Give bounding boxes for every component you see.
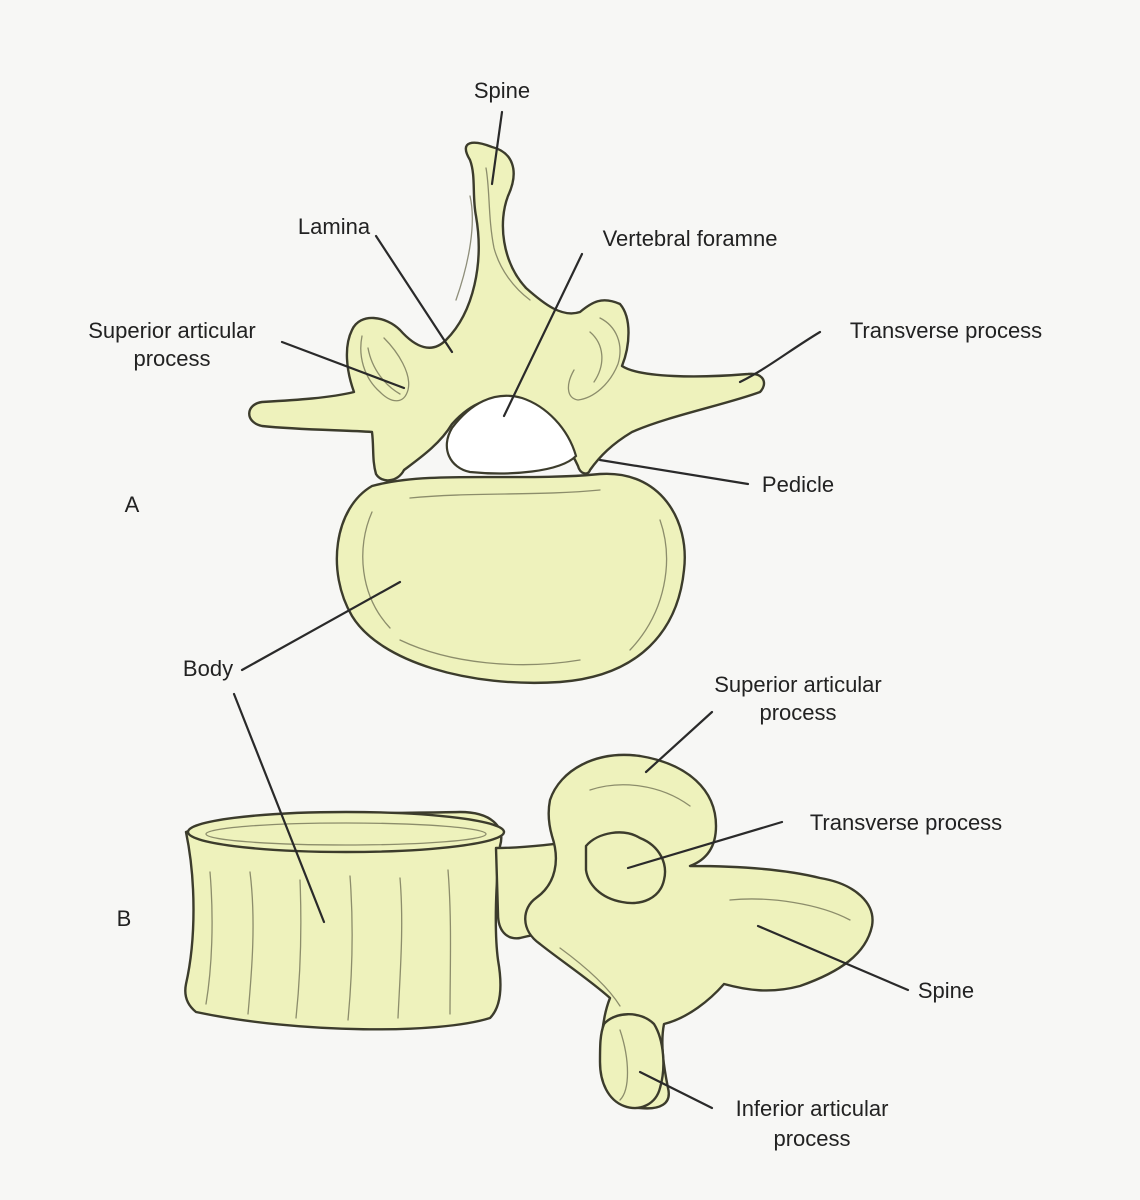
labels: Spine Lamina Vertebral foramne Superior … [88,78,1042,1151]
view-b-illustration [184,753,874,1110]
leader-b-spine [756,924,910,992]
leader-body-a [240,580,402,672]
b-inferior-articular [598,1013,665,1110]
label-b-inferior-articular-line1: Inferior articular [736,1096,889,1121]
leader-body-b [232,692,326,924]
leader-a-transverse-process [738,330,822,384]
a-vertebral-body [335,472,686,684]
label-a-transverse-process: Transverse process [850,318,1042,343]
leader-b-transverse-process [626,820,784,870]
leader-a-superior-articular [280,340,406,390]
leader-b-superior-articular [644,710,714,774]
label-b-superior-articular-line1: Superior articular [714,672,882,697]
view-b-marker: B [117,906,132,931]
label-a-vertebral-foramen: Vertebral foramne [603,226,778,251]
label-b-spine: Spine [918,978,974,1003]
label-a-spine: Spine [474,78,530,103]
a-right-facet [567,317,621,401]
a-vertebral-foramen [445,394,578,475]
leader-b-inferior-articular [638,1070,714,1110]
label-a-lamina: Lamina [298,214,371,239]
label-body: Body [183,656,233,681]
b-vertebral-body [184,810,503,1031]
b-body-top-rim [186,810,506,854]
leader-a-lamina [374,234,454,354]
leader-a-vertebral-foramen [502,252,584,418]
leader-a-pedicle [598,458,750,486]
label-a-pedicle: Pedicle [762,472,834,497]
label-a-superior-articular-line2: process [133,346,210,371]
leader-a-spine [490,110,504,186]
label-b-transverse-process: Transverse process [810,810,1002,835]
a-left-facet [360,335,410,402]
label-a-superior-articular-line1: Superior articular [88,318,256,343]
label-b-superior-articular-line2: process [759,700,836,725]
view-a-marker: A [125,492,140,517]
b-posterior-elements [524,753,874,1110]
view-a-illustration [248,141,766,684]
leader-lines [232,110,910,1110]
label-b-inferior-articular-line2: process [773,1126,850,1151]
b-transverse-process [584,831,667,905]
